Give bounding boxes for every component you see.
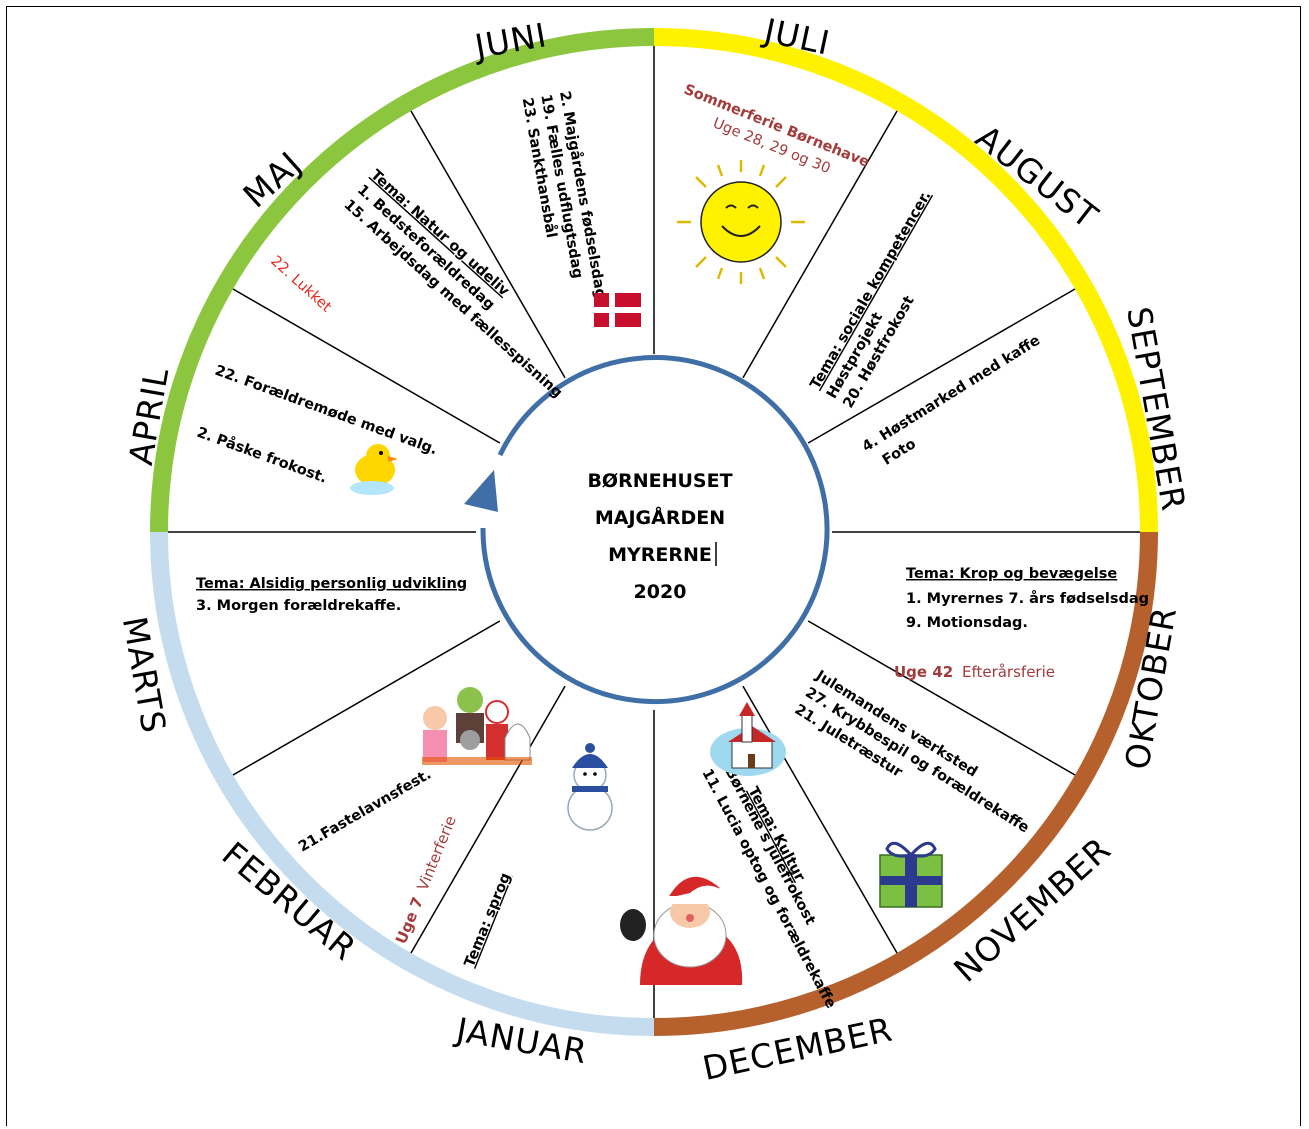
januar-theme: Tema: sprog [462,871,514,970]
cycle-arrow-ring [480,355,830,705]
chick-icon [350,444,398,495]
august-events: Tema: sociale kompetencer. Høstprojekt 2… [808,188,935,411]
title-line4: 2020 [634,581,687,603]
cycle-arrowhead [464,470,498,512]
juli-vacation: Sommerferie Børnehave [681,82,871,171]
ring-winter [150,531,655,1036]
marts-item-1: 3. Morgen forældrekaffe. [196,598,401,614]
month-maj: MAJ [236,144,309,216]
oktober-item-2: 9. Motionsdag. [906,615,1028,631]
maj-closed: 22. Lukket [267,253,334,316]
danish-flag-icon [594,293,641,327]
marts-theme: Tema: Alsidig personlig udvikling [196,576,467,592]
season-ring [150,28,1158,1036]
center-circle [476,354,832,710]
title-line1: BØRNEHUSET [587,470,732,492]
month-dividers [168,46,1140,1018]
oktober-week-text: Efterårsferie [962,663,1055,681]
november-item-2: 27. Krybbespil og forældrekaffe [802,685,1032,837]
sun-icon [677,160,805,284]
maj-item-1: 1. Bedsteforældredag [354,182,498,314]
ring-summer [653,28,1158,533]
oktober-week-line: Uge 42 Efterårsferie [894,663,1055,681]
santa-icon [620,876,743,985]
costume-kids-icon [422,687,532,765]
maj-events: Tema: Natur og udeliv 1. Bedsteforældred… [341,167,566,401]
september-events: 4. Høstmarked med kaffe Foto [860,332,1044,468]
februar-week-label: Uge 7 [392,895,427,947]
juni-events: 2. Majgårdens fødselsdag 19. Fælles udfl… [519,90,610,300]
page-frame [6,6,1301,1126]
oktober-item-1: 1. Myrernes 7. års fødselsdag [906,590,1149,607]
gift-icon [879,841,943,908]
ring-autumn [653,531,1158,1036]
oktober-week-label: Uge 42 [894,663,953,681]
title-line2: MAJGÅRDEN [595,505,725,529]
februar-item-1: 21.Fastelavnsfest. [296,766,434,855]
title-line3: MYRERNE [608,544,712,566]
oktober-theme: Tema: Krop og bevægelse [906,566,1117,582]
snowman-icon [567,743,613,831]
church-icon [710,702,786,776]
april-item-2: 2. Påske frokost. [195,424,330,487]
november-events: Julemandens værksted 27. Krybbespil og f… [792,667,1032,837]
ring-spring [150,28,655,533]
